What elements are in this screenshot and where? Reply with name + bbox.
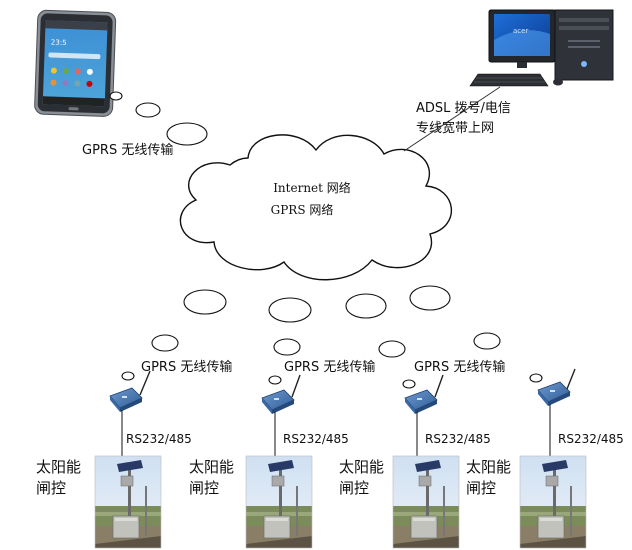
- adsl-link-line: [403, 86, 501, 152]
- gprs-modem-4: [537, 381, 571, 407]
- phone-wireless-label: GPRS 无线传输: [82, 143, 174, 158]
- smartphone: 23:5: [34, 9, 117, 117]
- desktop-computer: acer: [469, 9, 614, 87]
- station-name-2b: 闸控: [189, 479, 220, 497]
- station-name-1a: 太阳能: [36, 458, 82, 476]
- wireless-label-3: GPRS 无线传输: [414, 360, 506, 375]
- interface-label-3: RS232/485: [425, 432, 491, 446]
- cloud-label-gprs: GPRS 网络: [271, 202, 334, 217]
- station-name-3a: 太阳能: [339, 458, 385, 476]
- station-name-2a: 太阳能: [189, 458, 235, 476]
- gprs-modem-3: [404, 389, 438, 415]
- solar-gate-photo-3: [392, 455, 460, 549]
- station-name-4b: 闸控: [466, 479, 497, 497]
- solar-gate-photo-4: [519, 455, 587, 549]
- station-3: [392, 374, 460, 549]
- cloud-label-internet: Internet 网络: [273, 180, 351, 195]
- gprs-modem-1: [109, 387, 143, 413]
- interface-label-4: RS232/485: [558, 432, 624, 446]
- wireless-label-2: GPRS 无线传输: [284, 360, 376, 375]
- network-cloud: [179, 134, 453, 281]
- station-name-4a: 太阳能: [466, 458, 512, 476]
- interface-label-1: RS232/485: [126, 432, 192, 446]
- gprs-modem-2: [261, 389, 295, 415]
- adsl-label-line1: ADSL 拨号/电信: [416, 101, 511, 116]
- station-2: [245, 374, 313, 549]
- station-name-1b: 闸控: [36, 479, 67, 497]
- station-4: [519, 368, 587, 549]
- station-1: [94, 370, 162, 549]
- wireless-label-1: GPRS 无线传输: [141, 360, 233, 375]
- monitor-brand: acer: [513, 27, 528, 35]
- solar-gate-photo-1: [94, 455, 162, 549]
- interface-label-2: RS232/485: [283, 432, 349, 446]
- wireless-signal-ovals: [109, 91, 543, 389]
- station-name-3b: 闸控: [339, 479, 370, 497]
- adsl-label-line2: 专线宽带上网: [416, 121, 495, 136]
- phone-clock: 23:5: [51, 38, 67, 47]
- solar-gate-photo-2: [245, 455, 313, 549]
